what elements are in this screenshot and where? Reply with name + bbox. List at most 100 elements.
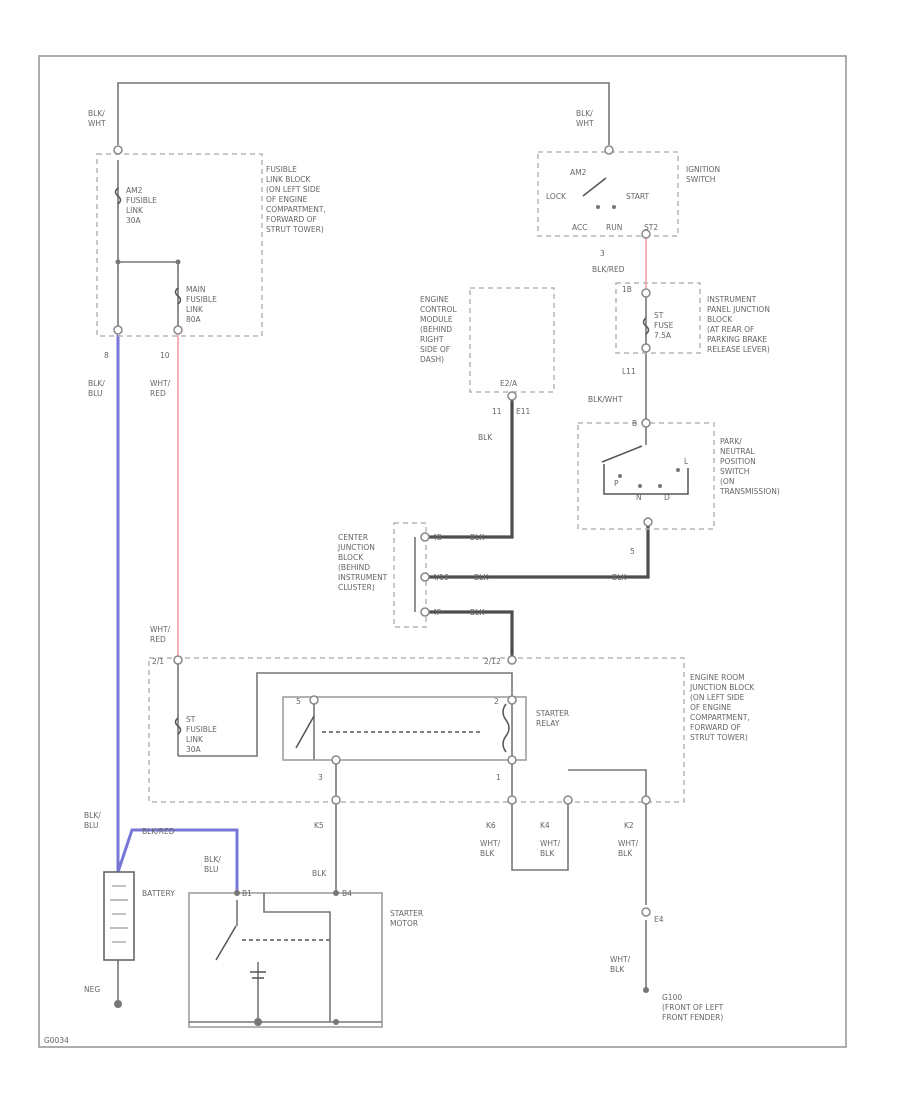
- erjb-pin-a-label: 2/1: [152, 657, 164, 666]
- blk-blu-starter-wire: [116, 828, 239, 893]
- connector-node: [641, 795, 651, 805]
- connector-node: [331, 755, 341, 765]
- erjb-pin-k2-label: K2: [624, 821, 634, 830]
- connector-node: [507, 391, 517, 401]
- blk-wht-label: BLK/WHT: [588, 395, 623, 404]
- main-fusible-link-icon: [174, 287, 182, 305]
- ipjb-pin-bot-label: L11: [622, 367, 636, 376]
- relay-pin-5-label: 5: [296, 697, 301, 706]
- fusible-link-block-label: FUSIBLE LINK BLOCK (ON LEFT SIDE OF ENGI…: [266, 165, 328, 234]
- pnp-p-label: P: [614, 479, 619, 488]
- connector-node: [643, 987, 649, 993]
- blk-blu-2-label: BLK/BLU: [84, 811, 101, 830]
- pnp-contact-icon: [676, 468, 680, 472]
- connector-node: [420, 532, 430, 542]
- connector-node: [641, 229, 651, 239]
- ecm-cjb-wire: [427, 398, 514, 539]
- relay-coil-icon: [502, 703, 510, 753]
- st-fuse-icon: [642, 317, 650, 335]
- e4-label: E4: [654, 915, 664, 924]
- motor-pin-b1-label: B1: [242, 889, 252, 898]
- pnp-contact-icon: [658, 484, 662, 488]
- wht-blk-2-label: WHT/BLK: [540, 839, 561, 858]
- cjb-label: CENTER JUNCTION BLOCK (BEHIND INSTRUMENT…: [337, 533, 390, 592]
- erjb-pin-k6-label: K6: [486, 821, 496, 830]
- ecm-pin-b-label: E11: [516, 407, 531, 416]
- connector-node: [113, 325, 123, 335]
- relay-pin-2-label: 2: [494, 697, 499, 706]
- am2-fusible-link-label: AM2 FUSIBLE LINK 30A: [126, 186, 159, 225]
- connector-nodes: [113, 145, 653, 1026]
- battery-label: BATTERY: [142, 889, 175, 898]
- top-right-wire-label: BLK/WHT: [576, 109, 594, 128]
- blk-2-label: BLK: [312, 869, 327, 878]
- connector-node: [254, 1018, 262, 1026]
- battery-negative-label: NEG: [84, 985, 100, 994]
- erjb-pin-k4-label: K4: [540, 821, 550, 830]
- connector-node: [507, 655, 517, 665]
- wht-blk-1-label: WHT/BLK: [480, 839, 501, 858]
- ignition-switch-box: [537, 151, 679, 237]
- fusible-pin-b-label: 10: [160, 351, 170, 360]
- blk-label: BLK: [478, 433, 493, 442]
- pnp-l-label: L: [684, 457, 689, 466]
- connector-node: [507, 695, 517, 705]
- cjb-wire-1-label: BLK: [470, 533, 485, 542]
- pnp-switch-contact-icon: [603, 464, 689, 495]
- relay-contact-icon: [295, 715, 315, 749]
- ipjb-box: [615, 282, 701, 354]
- cjb-pin-1-label: 4B: [432, 533, 442, 542]
- ignition-st2-label: ST2: [644, 223, 658, 232]
- erjb-pin-b-label: 2/12: [484, 657, 501, 666]
- am2-fusible-link-icon: [114, 187, 122, 205]
- pnp-contact-icon: [638, 484, 642, 488]
- connector-node: [507, 755, 517, 765]
- connector-node: [641, 343, 651, 353]
- connector-node: [643, 517, 653, 527]
- ecm-pin-c-label: 11: [492, 407, 502, 416]
- main-fusible-wire: [118, 261, 179, 330]
- connector-node: [234, 890, 240, 896]
- connector-node: [173, 655, 183, 665]
- connector-node: [507, 795, 517, 805]
- pnp-switch-label: PARK/ NEUTRAL POSITION SWITCH (ON TRANSM…: [719, 437, 780, 496]
- ignition-switch-blade-icon: [582, 177, 607, 197]
- motor-pin-b4-label: B4: [342, 889, 352, 898]
- erjb-pin-k5-label: K5: [314, 821, 324, 830]
- starter-motor-box: [188, 892, 383, 1028]
- ipjb-pin-top-label: 1B: [622, 285, 632, 294]
- relay-ground-wire-b: [568, 769, 647, 905]
- connector-node: [113, 145, 123, 155]
- ecm-pin-label: E2/A: [500, 379, 518, 388]
- pnp-contact-icon: [618, 474, 622, 478]
- erjb-box: [148, 657, 685, 803]
- pnp-output-wire: [427, 525, 650, 579]
- st-fuse-label: ST FUSE 7.5A: [654, 311, 676, 340]
- starter-field-icon: [250, 971, 266, 979]
- ground-label: G100 (FRONT OF LEFT FRONT FENDER): [662, 993, 726, 1022]
- battery-icon: [103, 871, 135, 961]
- ignition-run-label: RUN: [606, 223, 622, 232]
- ignition-contact-icon: [612, 205, 616, 209]
- connector-node: [331, 795, 341, 805]
- connector-node: [420, 572, 430, 582]
- ignition-am2-label: AM2: [570, 168, 587, 177]
- connector-node: [175, 259, 181, 265]
- blk-blu-3-label: BLK/BLU: [204, 855, 221, 874]
- ipjb-label: INSTRUMENT PANEL JUNCTION BLOCK (AT REAR…: [707, 295, 772, 354]
- starter-solenoid-switch-icon: [215, 925, 237, 961]
- pnp-pin-bot-label: 5: [630, 547, 635, 556]
- ecm-box: [469, 287, 555, 393]
- cjb-pin-2-label: 4/19: [432, 573, 449, 582]
- connector-node: [173, 325, 183, 335]
- connector-node: [115, 259, 121, 265]
- top-left-wire-label: BLK/WHT: [88, 109, 106, 128]
- top-bus-wire: [117, 82, 610, 145]
- wht-red-2-label: WHT/RED: [150, 625, 171, 644]
- connector-node: [641, 907, 651, 917]
- cjb-wire-4-label: BLK: [612, 573, 627, 582]
- ignition-pin-label: 3: [600, 249, 605, 258]
